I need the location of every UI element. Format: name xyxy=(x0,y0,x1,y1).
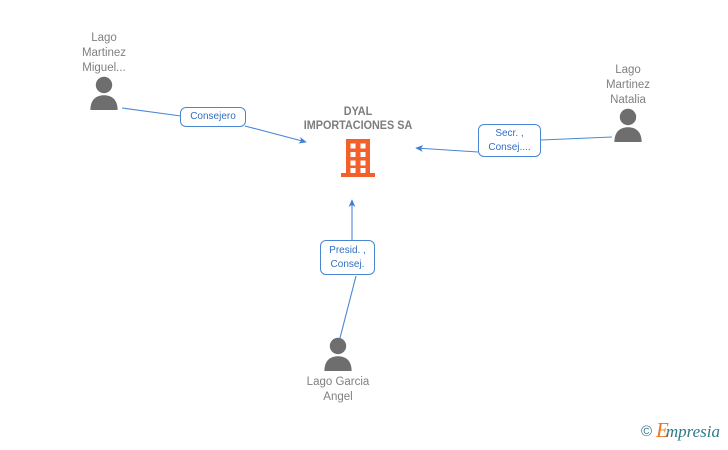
person-avatar-wrap-bottom xyxy=(268,337,408,371)
person-avatar-wrap-right xyxy=(558,108,698,142)
person-icon[interactable] xyxy=(612,108,644,142)
edge-label-presidente[interactable]: Presid. , Consej. xyxy=(320,240,375,275)
person-node-bottom[interactable]: Lago Garcia Angel xyxy=(268,337,408,405)
person-node-right[interactable]: Lago Martinez Natalia xyxy=(558,63,698,142)
person-icon[interactable] xyxy=(322,337,354,371)
edge-label-consejero[interactable]: Consejero xyxy=(180,107,246,127)
company-name-label: DYAL IMPORTACIONES SA xyxy=(303,106,413,132)
copyright-icon: © xyxy=(640,422,653,440)
edge-left-line xyxy=(121,107,307,144)
company-icon-wrap xyxy=(288,139,428,179)
brand-wordmark: E mpresia xyxy=(656,418,720,442)
person-name-right: Lago Martinez Natalia xyxy=(605,64,651,106)
person-name-left: Lago Martinez Miguel... xyxy=(81,32,127,74)
edge-bottom-line xyxy=(339,199,357,339)
building-icon[interactable] xyxy=(341,139,375,177)
edge-label-secretario[interactable]: Secr. , Consej.... xyxy=(478,124,541,157)
person-name-bottom: Lago Garcia Angel xyxy=(306,376,370,403)
company-node[interactable]: DYAL IMPORTACIONES SA xyxy=(288,106,428,179)
person-icon[interactable] xyxy=(88,76,120,110)
person-node-left[interactable]: Lago Martinez Miguel... xyxy=(34,31,174,110)
brand-rest: mpresia xyxy=(665,422,720,441)
empresia-watermark: © E mpresia xyxy=(641,420,720,442)
brand-initial: E xyxy=(656,418,669,442)
person-avatar-wrap-left xyxy=(34,76,174,110)
edge-right-line xyxy=(415,136,613,153)
